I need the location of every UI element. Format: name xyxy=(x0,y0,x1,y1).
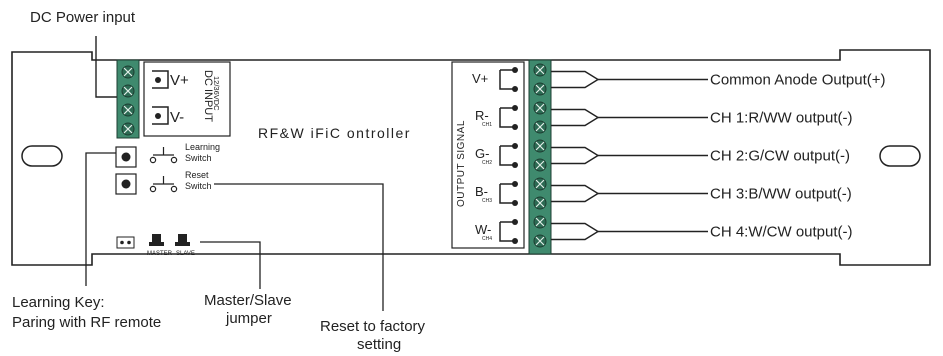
output-signal-label: OUTPUT SIGNAL xyxy=(456,120,467,207)
master-jumper-icon xyxy=(149,234,164,246)
board-title: RF&W iFiC ontroller xyxy=(258,125,411,141)
output-pin-v-plus: V+ xyxy=(472,67,518,92)
reset-switch-label-1: Reset xyxy=(185,170,209,180)
dc-input-label: DC INPUT xyxy=(202,70,214,122)
learning-switch-symbol xyxy=(149,147,178,164)
screw-terminal-icon xyxy=(533,234,547,248)
screw-terminal-icon xyxy=(533,120,547,134)
master-slave-leader xyxy=(200,241,261,289)
dc-input-voltage: 12/36VDC xyxy=(212,76,221,111)
output-pin-ch2: G-CH2 xyxy=(475,143,518,168)
reset-switch-symbol xyxy=(149,176,178,193)
screw-terminal-icon xyxy=(533,139,547,153)
output-callout-label: CH 1:R/WW output(-) xyxy=(710,110,853,127)
dc-v-minus-label: V- xyxy=(170,109,184,126)
mounting-hole-left xyxy=(21,145,63,167)
screw-terminal-icon xyxy=(533,177,547,191)
learning-switch-label-2: Switch xyxy=(185,153,212,163)
output-pin-label: V+ xyxy=(472,71,488,86)
jumper-header xyxy=(116,236,135,249)
screw-terminal-icon xyxy=(533,196,547,210)
screw-terminal-icon xyxy=(533,82,547,96)
jumper-slave-label: SLAVE xyxy=(176,251,195,257)
learning-key-callout-2: Paring with RF remote xyxy=(12,314,161,331)
output-pin-ch1: R-CH1 xyxy=(475,105,518,130)
output-pin-ch3: B-CH3 xyxy=(475,181,518,206)
reset-factory-callout-1: Reset to factory xyxy=(320,318,426,335)
output-callout-label: CH 3:B/WW output(-) xyxy=(710,186,852,203)
output-pin-sub-label: CH4 xyxy=(482,236,492,242)
screw-terminal-icon xyxy=(533,158,547,172)
jumper-master-label: MASTER xyxy=(147,251,173,257)
output-pin-label: B- xyxy=(475,184,488,199)
slave-jumper-icon xyxy=(175,234,190,246)
screw-terminal-icon xyxy=(533,101,547,115)
output-callout: CH 4:W/CW output(-) xyxy=(551,222,853,241)
learning-key-leader xyxy=(85,152,116,286)
output-pin-label: R- xyxy=(475,108,489,123)
dc-input-terminal-block xyxy=(116,59,231,139)
output-screw-icons xyxy=(533,63,547,248)
learning-switch-label-1: Learning xyxy=(185,142,220,152)
output-callout-group: Common Anode Output(+) CH 1:R/WW output(-… xyxy=(551,70,886,241)
dc-power-leader xyxy=(95,36,117,98)
output-connector-frame xyxy=(451,61,525,249)
output-pin-label: G- xyxy=(475,146,489,161)
screw-terminal-icon xyxy=(533,63,547,77)
output-pin-sub-label: CH1 xyxy=(482,122,492,128)
dc-v-plus-label: V+ xyxy=(170,72,189,89)
reset-switch-label-2: Switch xyxy=(185,181,212,191)
output-pin-label: W- xyxy=(475,222,491,237)
master-slave-callout-1: Master/Slave xyxy=(204,292,292,309)
output-callout: CH 3:B/WW output(-) xyxy=(551,184,852,203)
output-callout-label: CH 4:W/CW output(-) xyxy=(710,224,853,241)
output-callout: CH 2:G/CW output(-) xyxy=(551,146,850,165)
output-callout: CH 1:R/WW output(-) xyxy=(551,108,853,127)
reset-factory-callout-2: setting xyxy=(357,336,401,353)
output-callout-label: Common Anode Output(+) xyxy=(710,72,886,89)
output-callout-label: CH 2:G/CW output(-) xyxy=(710,148,850,165)
output-pin-sub-label: CH3 xyxy=(482,198,492,204)
reset-factory-leader xyxy=(214,183,384,311)
dc-power-input-callout: DC Power input xyxy=(30,9,136,26)
learning-key-callout-1: Learning Key: xyxy=(12,294,105,311)
output-pin-sub-label: CH2 xyxy=(482,160,492,166)
output-pin-ch4: W-CH4 xyxy=(475,219,518,244)
screw-terminal-icon xyxy=(121,65,135,136)
mounting-hole-right xyxy=(879,145,921,167)
screw-terminal-icon xyxy=(533,215,547,229)
output-callout: Common Anode Output(+) xyxy=(551,70,886,89)
master-slave-callout-2: jumper xyxy=(225,310,272,327)
